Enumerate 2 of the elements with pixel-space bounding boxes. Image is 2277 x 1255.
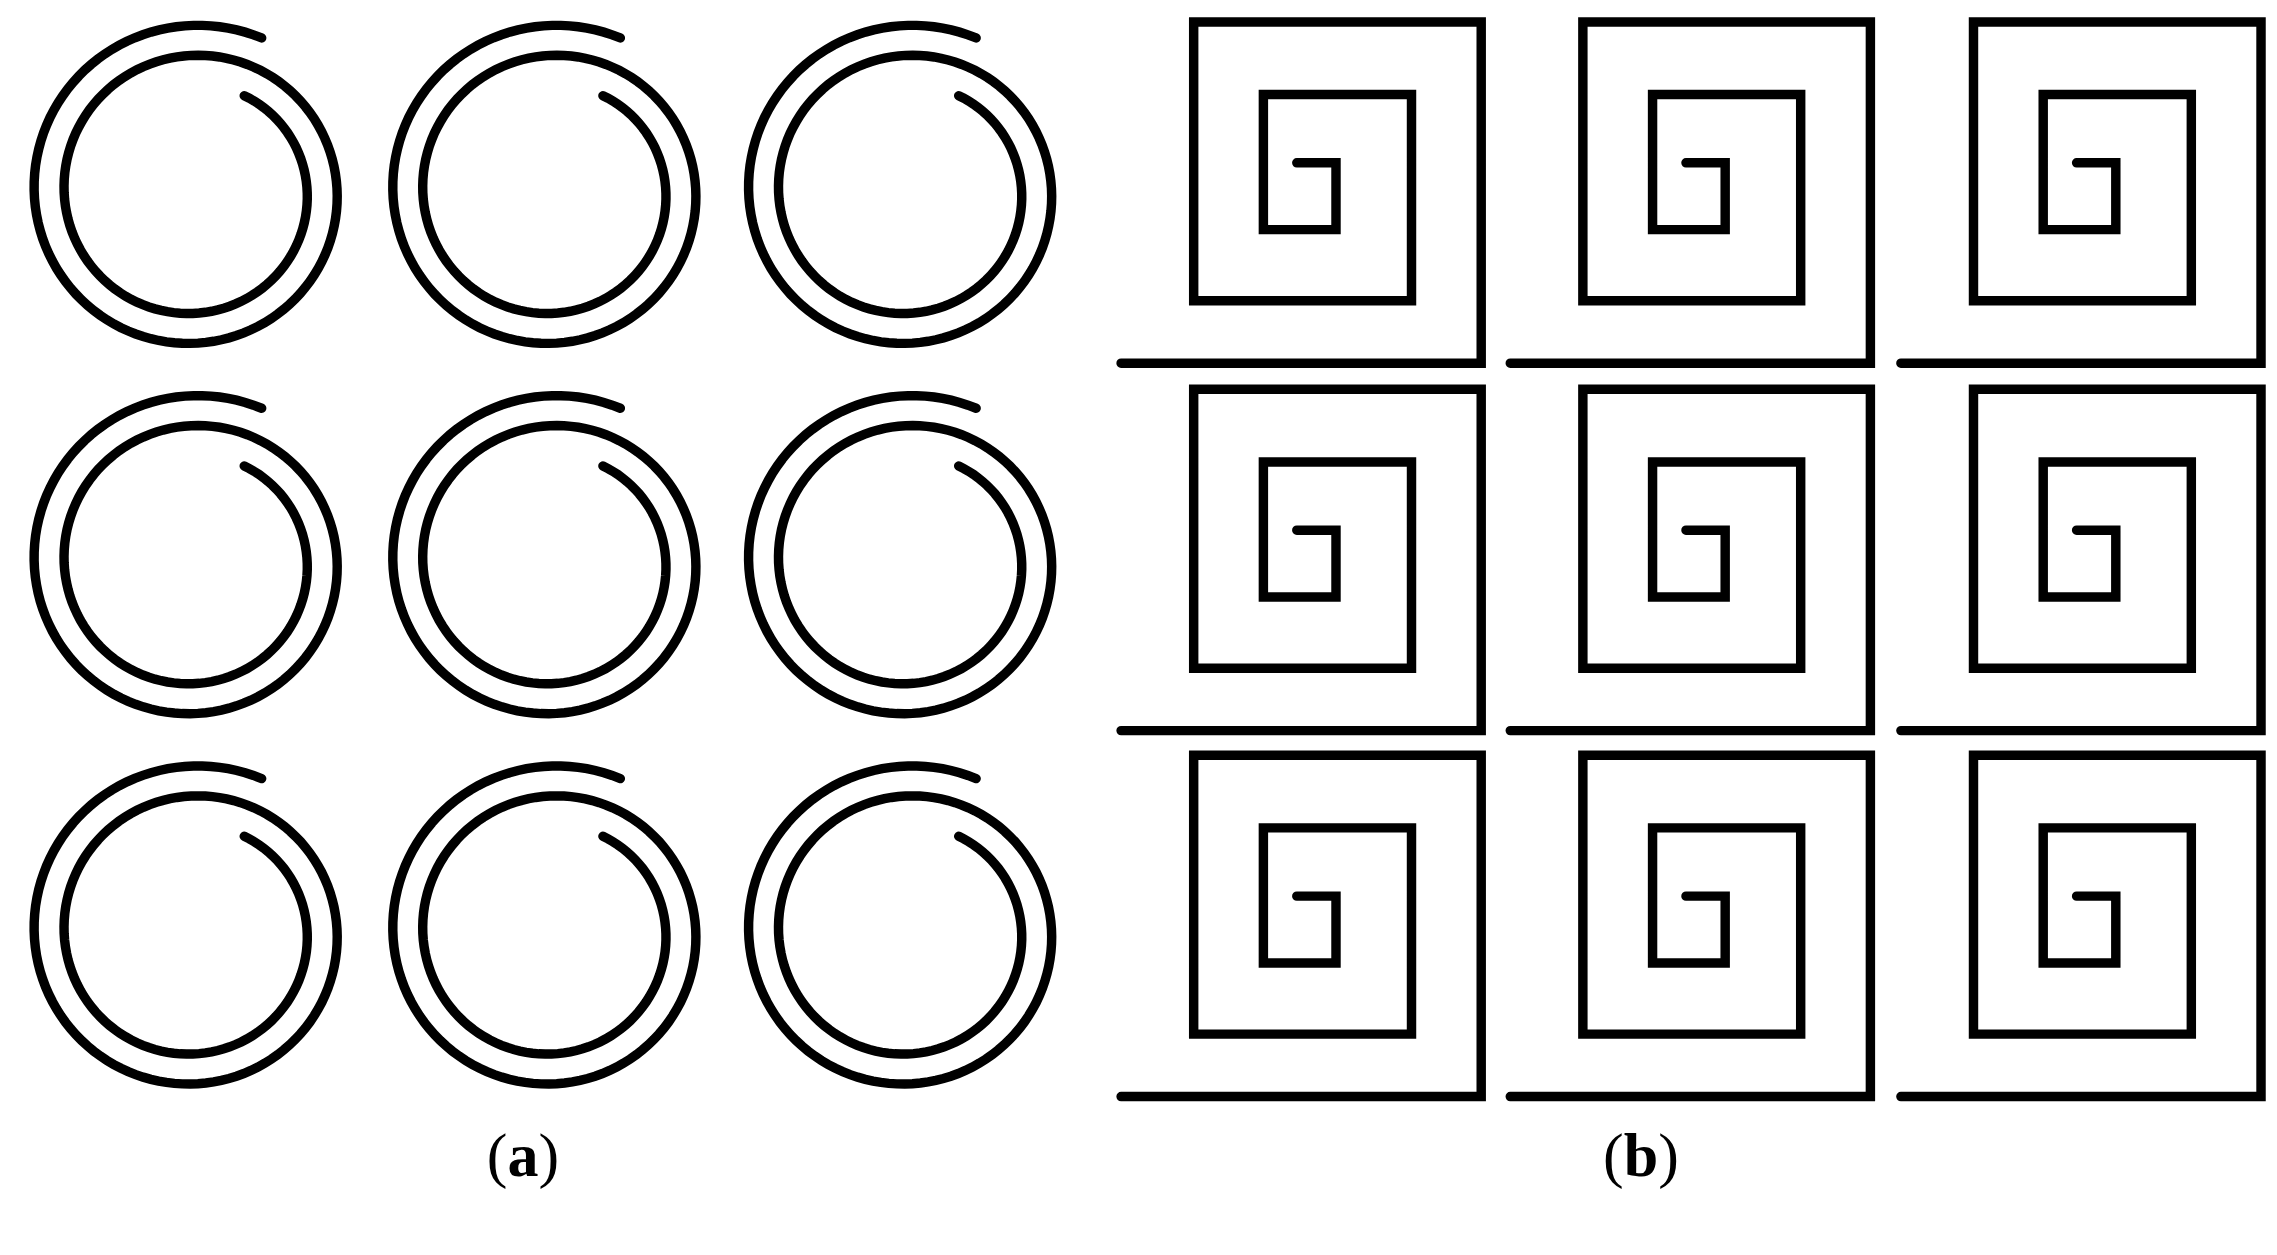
panel-label: (b) — [1603, 1120, 1679, 1191]
panel-label: (a) — [486, 1120, 560, 1191]
